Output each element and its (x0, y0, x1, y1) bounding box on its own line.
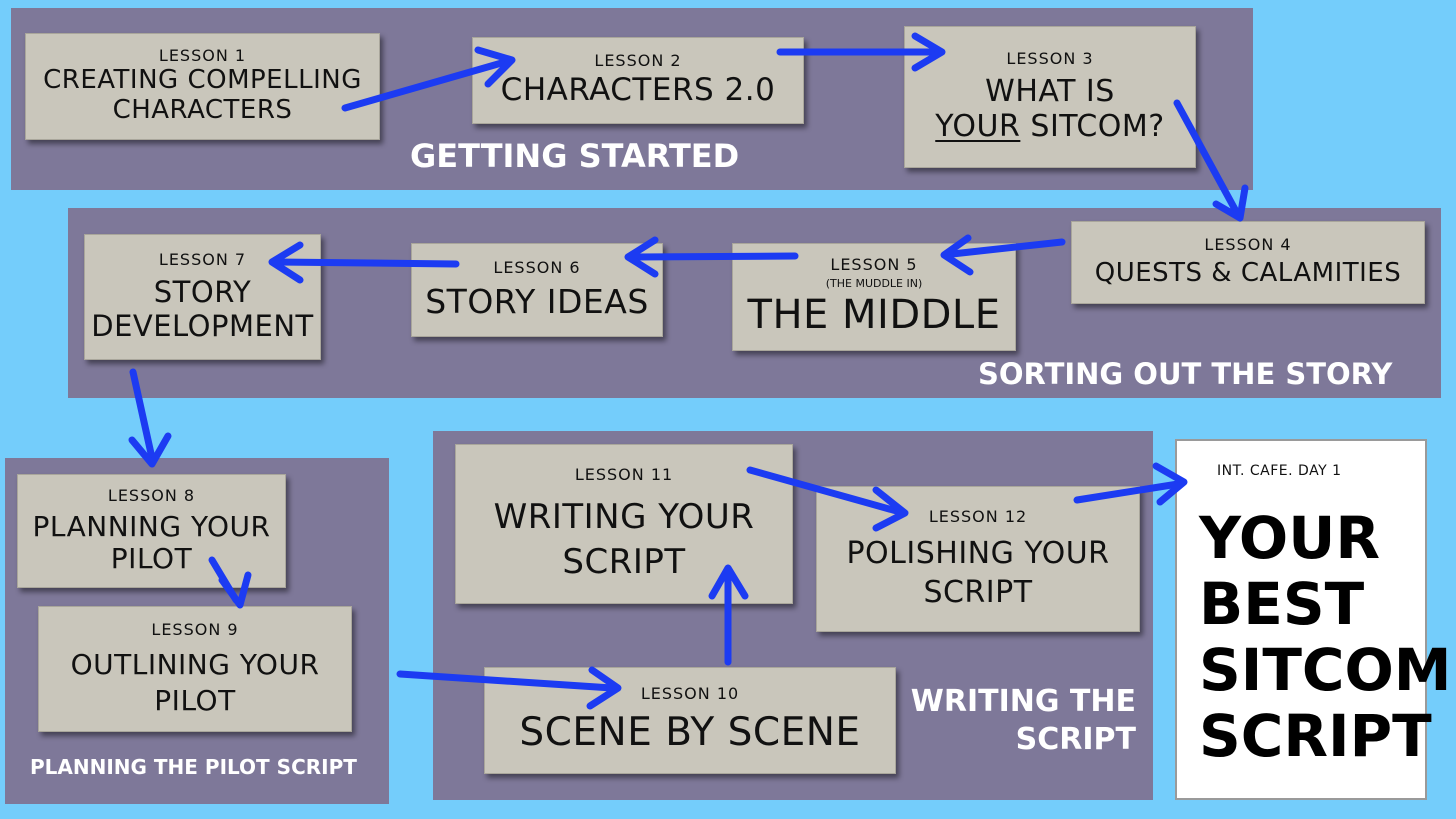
lesson-1-label: LESSON 1 (158, 45, 247, 65)
lesson-2-title: CHARACTERS 2.0 (500, 72, 776, 109)
script-title-line4: SCRIPT (1199, 702, 1432, 771)
lesson-7-title-line2: DEVELOPMENT (91, 308, 314, 343)
lesson-10-title: SCENE BY SCENE (519, 709, 861, 755)
lesson-4-card: LESSON 4 QUESTS & CALAMITIES (1071, 221, 1425, 304)
section-label-writing-line1: WRITING THE (910, 684, 1136, 719)
lesson-7-card: LESSON 7 STORY DEVELOPMENT (84, 234, 321, 360)
lesson-8-label: LESSON 8 (107, 486, 196, 506)
lesson-1-title-line2: CHARACTERS (112, 95, 293, 126)
lesson-1-title-line1: CREATING COMPELLING (43, 65, 362, 96)
lesson-3-title-your: YOUR (935, 108, 1021, 144)
lesson-9-label: LESSON 9 (151, 620, 239, 640)
script-big-title: YOUR BEST SITCOM SCRIPT (1199, 504, 1452, 771)
lesson-5-title: THE MIDDLE (747, 291, 1001, 338)
lesson-2-label: LESSON 2 (594, 50, 682, 70)
lesson-3-label: LESSON 3 (1006, 48, 1094, 68)
lesson-4-label: LESSON 4 (1204, 234, 1292, 254)
lesson-5-note: (THE MUDDLE IN) (825, 276, 923, 290)
lesson-12-title-line2: SCRIPT (923, 574, 1033, 610)
lesson-7-label: LESSON 7 (158, 249, 247, 269)
lesson-12-title-line1: POLISHING YOUR (846, 536, 1110, 572)
lesson-5-card: LESSON 5 (THE MUDDLE IN) THE MIDDLE (732, 243, 1016, 351)
script-title-line1: YOUR (1199, 504, 1380, 572)
lesson-8-title-line2: PILOT (110, 541, 193, 575)
lesson-9-title-line1: OUTLINING YOUR (70, 647, 320, 681)
lesson-1-card: LESSON 1 CREATING COMPELLING CHARACTERS (25, 33, 380, 140)
lesson-10-label: LESSON 10 (640, 684, 740, 704)
lesson-12-label: LESSON 12 (928, 506, 1028, 526)
script-title-line3: SITCOM (1199, 636, 1452, 705)
lesson-6-title: STORY IDEAS (425, 281, 649, 321)
section-label-planning-the-pilot-script: PLANNING THE PILOT SCRIPT (30, 755, 357, 779)
lesson-2-card: LESSON 2 CHARACTERS 2.0 (472, 37, 804, 124)
script-slugline: INT. CAFE. DAY 1 (1217, 463, 1342, 479)
section-label-writing-the-script: WRITING THE SCRIPT (880, 686, 1136, 755)
lesson-3-title-sitcom: SITCOM? (1020, 108, 1165, 144)
lesson-6-label: LESSON 6 (493, 258, 581, 278)
lesson-5-label: LESSON 5 (830, 255, 918, 275)
lesson-3-title-line2: YOUR SITCOM? (935, 108, 1165, 145)
script-page-card: INT. CAFE. DAY 1 YOUR BEST SITCOM SCRIPT (1175, 439, 1452, 800)
lesson-7-title-line1: STORY (153, 275, 252, 310)
lesson-11-card: LESSON 11 WRITING YOUR SCRIPT (455, 444, 793, 604)
lesson-3-card: LESSON 3 WHAT IS YOUR SITCOM? (904, 26, 1196, 168)
lesson-9-title-line2: PILOT (154, 683, 236, 717)
lesson-8-card: LESSON 8 PLANNING YOUR PILOT (17, 474, 286, 588)
section-label-writing-line2: SCRIPT (1015, 721, 1136, 757)
lesson-11-title-line2: SCRIPT (562, 541, 686, 582)
lesson-12-card: LESSON 12 POLISHING YOUR SCRIPT (816, 486, 1140, 632)
section-label-getting-started: GETTING STARTED (410, 137, 740, 175)
lesson-4-title: QUESTS & CALAMITIES (1094, 258, 1402, 289)
lesson-11-title-line1: WRITING YOUR (493, 496, 755, 537)
lesson-8-title-line1: PLANNING YOUR (32, 509, 271, 543)
lesson-11-label: LESSON 11 (574, 465, 674, 485)
lesson-3-title-line1: WHAT IS (985, 74, 1115, 110)
lesson-10-card: LESSON 10 SCENE BY SCENE (484, 667, 896, 774)
lesson-9-card: LESSON 9 OUTLINING YOUR PILOT (38, 606, 352, 732)
section-label-sorting-out-the-story: SORTING OUT THE STORY (978, 357, 1393, 391)
script-title-line2: BEST (1199, 570, 1365, 639)
lesson-6-card: LESSON 6 STORY IDEAS (411, 243, 663, 337)
